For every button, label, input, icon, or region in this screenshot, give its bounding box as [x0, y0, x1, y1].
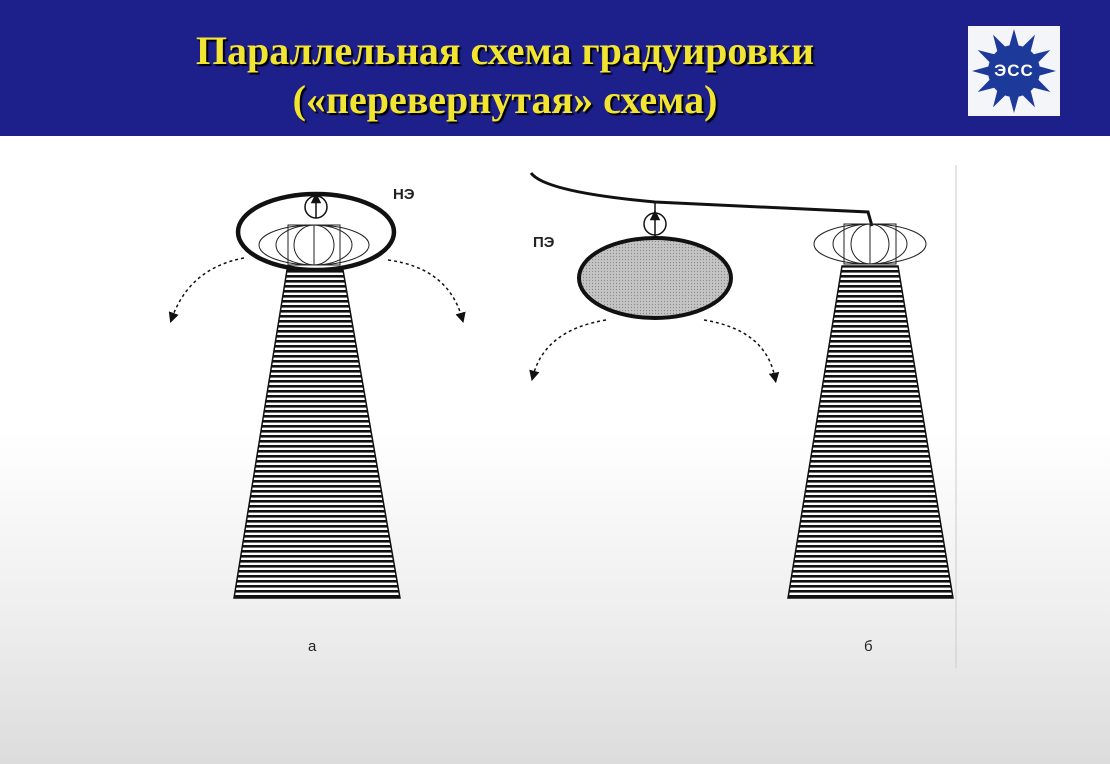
panel-b: ПЭ б — [529, 171, 954, 655]
caption-b: б — [864, 638, 873, 655]
rotation-arrow-left-b — [529, 319, 607, 382]
company-logo: ЭСС — [968, 26, 1060, 116]
title-line-1: Параллельная схема градуировки — [195, 28, 815, 73]
antenna-pattern-a — [258, 224, 370, 266]
waveguide-horn-a — [233, 269, 401, 599]
rotation-arrow-right-b — [703, 319, 780, 384]
antenna-pattern-b — [813, 223, 927, 265]
title-line-2: («перевернутая» схема) — [292, 77, 718, 122]
logo-text: ЭСС — [994, 61, 1034, 80]
slide-title: Параллельная схема градуировки («перевер… — [40, 26, 970, 124]
caption-a: а — [308, 638, 317, 655]
label-ne: НЭ — [393, 186, 415, 203]
logo-sun-icon — [972, 29, 1056, 113]
calibration-diagram: НЭ а ПЭ б — [168, 165, 957, 668]
label-pe: ПЭ — [533, 234, 555, 251]
rotation-arrow-right-a — [387, 259, 466, 324]
rotation-arrow-left-a — [168, 257, 245, 323]
pe-disc — [577, 236, 733, 320]
slide-header: Параллельная схема градуировки («перевер… — [0, 0, 1110, 136]
panel-a: НЭ а — [168, 186, 466, 655]
waveguide-horn-b — [787, 265, 954, 599]
suspension-beam — [529, 171, 874, 227]
